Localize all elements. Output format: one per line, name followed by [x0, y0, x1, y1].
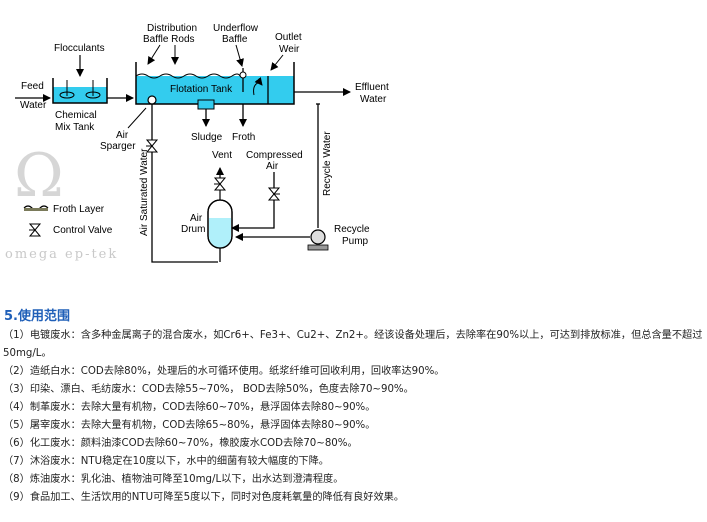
compressed-air-label: Air: [266, 161, 279, 172]
air-drum: [207, 199, 233, 249]
application-list: （1）电镀废水：含多种金属离子的混合废水，如Cr6+、Fe3+、Cu2+、Zn2…: [3, 327, 705, 507]
water-label: Water: [20, 100, 47, 111]
list-item: （5）屠宰废水：去除大量有机物，COD去除65~80%，悬浮固体去除80~90%…: [3, 420, 376, 431]
baffle-rods-arrow: [147, 44, 161, 65]
recycle-label: Recycle: [334, 224, 370, 235]
control-valve-legend-icon: [28, 223, 42, 237]
air-saturated-water-label: Air Saturated Water: [139, 148, 150, 236]
vent-valve-icon: [213, 177, 227, 191]
sparger-leader: [127, 107, 147, 129]
outlet-weir-arrow: [270, 54, 284, 71]
section-title: 5.使用范围: [4, 309, 70, 324]
list-item: （1）电镀废水：含多种金属离子的混合废水，如Cr6+、Fe3+、Cu2+、Zn2…: [3, 330, 703, 359]
air-label: Air: [116, 130, 129, 141]
omega-logo: Ω: [14, 141, 64, 211]
sludge-label: Sludge: [191, 132, 223, 143]
flotation-tank-label: Flotation Tank: [170, 84, 233, 95]
sparger-label: Sparger: [100, 141, 136, 152]
air-drum-label-2: Drum: [181, 224, 205, 235]
outlet-label: Outlet: [275, 32, 302, 43]
froth-layer-swatch: [24, 208, 48, 211]
froth-label: Froth: [232, 132, 255, 143]
dissolved-air-flotation-diagram: Ω Feed Water Flocculants Chemical Mix Ta…: [5, 23, 389, 263]
weir-label: Weir: [279, 44, 300, 55]
effluent-label: Effluent: [355, 82, 389, 93]
list-item: （2）造纸白水：COD去除80%，处理后的水可循环使用。纸浆纤维可回收利用，回收…: [3, 366, 445, 377]
chemical-label: Chemical: [55, 110, 97, 121]
list-item: （6）化工废水：颜料油漆COD去除60~70%，橡胶废水COD去除70~80%。: [3, 438, 358, 449]
distribution-label: Distribution: [147, 23, 197, 34]
air-saturated-line: [151, 104, 218, 263]
underflow-arrow: [235, 44, 244, 67]
underflow-label: Underflow: [213, 23, 259, 34]
vent-label: Vent: [212, 150, 232, 161]
feed-label: Feed: [21, 81, 44, 92]
air-drum-label-1: Air: [190, 213, 203, 224]
chemical-mix-tank: [52, 78, 108, 104]
list-item: （9）食品加工、生活饮用的NTU可降至5度以下，同时对色度耗氧量的降低有良好效果…: [3, 492, 405, 503]
compressed-air-valve-icon: [267, 187, 281, 201]
pump-label: Pump: [342, 236, 369, 247]
legend-froth-layer-label: Froth Layer: [53, 204, 105, 215]
baffle-label: Baffle: [222, 34, 248, 45]
effluent-water-label: Water: [360, 94, 387, 105]
recycle-pump-icon: [307, 229, 329, 251]
compressed-air-line: [231, 172, 275, 232]
mix-tank-label: Mix Tank: [55, 122, 95, 133]
valve-icon: [145, 139, 159, 153]
compressed-label: Compressed: [246, 150, 303, 161]
list-item: （7）沐浴废水：NTU稳定在10度以下，水中的细菌有较大幅度的下降。: [3, 456, 329, 467]
flocculants-label: Flocculants: [54, 43, 105, 54]
omega-watermark: omega ep-tek: [5, 247, 118, 262]
list-item: （3）印染、漂白、毛纺废水：COD去除55~70%， BOD去除50%，色度去除…: [3, 384, 414, 395]
flotation-tank: [135, 62, 295, 110]
list-item: （8）炼油废水：乳化油、植物油可降至10mg/L以下，出水达到澄清程度。: [3, 474, 344, 485]
baffle-rods-label: Baffle Rods: [143, 34, 195, 45]
list-item: （4）制革废水：去除大量有机物，COD去除60~70%，悬浮固体去除80~90%…: [3, 402, 376, 413]
legend-control-valve-label: Control Valve: [53, 225, 113, 236]
recycle-water-label: Recycle Water: [322, 131, 333, 196]
air-sparger-icon: [147, 95, 157, 105]
